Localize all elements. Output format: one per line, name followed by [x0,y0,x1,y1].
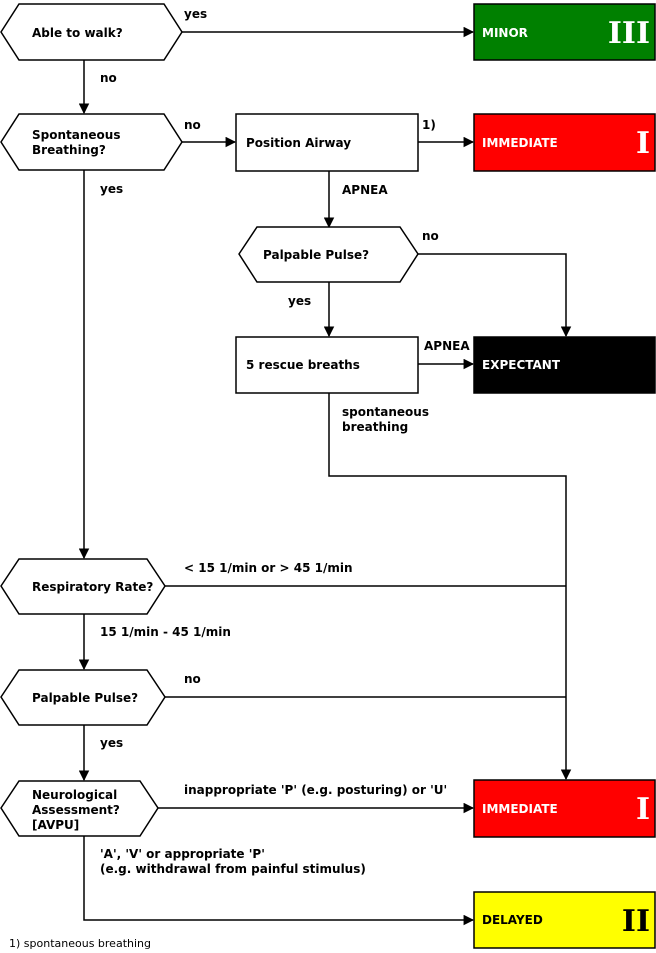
outcome-delayed: DELAYED II [473,891,656,949]
label-rr-normal: 15 1/min - 45 1/min [100,625,231,639]
action-rescue-breaths: 5 rescue breaths [235,336,419,394]
footnote: 1) spontaneous breathing [9,937,151,950]
label-airway-note: 1) [422,118,436,132]
outcome-delayed-roman: II [622,904,650,939]
decision-respiratory-rate-text: Respiratory Rate? [32,580,153,594]
label-walk-no: no [100,71,117,85]
decision-neurological-assessment: Neurological Assessment? [AVPU] [0,780,159,837]
outcome-expectant-label: EXPECTANT [482,358,561,372]
outcome-minor-label: MINOR [482,26,528,40]
decision-spontaneous-breathing: Spontaneous Breathing? [0,113,183,171]
label-pulse-no: no [422,229,439,243]
decision-neurological-text-3: [AVPU] [32,818,79,832]
decision-palpable-pulse-upper: Palpable Pulse? [238,226,419,283]
label-neuro-ok-2: (e.g. withdrawal from painful stimulus) [100,862,366,876]
outcome-delayed-label: DELAYED [482,913,543,927]
edge-pulse-no [418,253,572,338]
label-rescue-spontaneous-1: spontaneous [342,405,429,419]
label-pulse-yes: yes [288,294,311,308]
outcome-expectant-box [473,336,656,394]
decision-spontaneous-breathing-text-2: Breathing? [32,143,106,157]
outcome-immediate-top-label: IMMEDIATE [482,136,558,150]
edge-neuro-ok [83,836,475,926]
label-pulse2-yes: yes [100,736,123,750]
decision-spontaneous-breathing-text-1: Spontaneous [32,128,120,142]
decision-palpable-pulse-lower-text: Palpable Pulse? [32,691,138,705]
outcome-immediate-bottom-roman: I [636,792,650,827]
decision-neurological-text-2: Assessment? [32,803,120,817]
label-rr-abnormal: < 15 1/min or > 45 1/min [184,561,353,575]
label-neuro-ok-1: 'A', 'V' or appropriate 'P' [100,847,265,861]
outcome-immediate-bottom: IMMEDIATE I [473,779,656,838]
decision-palpable-pulse-lower: Palpable Pulse? [0,669,166,726]
connectors [78,26,572,926]
edge-labels: yes no no yes 1) APNEA no yes APNEA spon… [100,7,470,876]
outcome-minor-box [473,3,656,61]
edge-rescue-spontaneous [328,393,572,781]
action-position-airway: Position Airway [235,113,419,172]
action-rescue-breaths-text: 5 rescue breaths [246,358,360,372]
label-neuro-bad: inappropriate 'P' (e.g. posturing) or 'U… [184,783,447,797]
decision-respiratory-rate: Respiratory Rate? [0,558,166,615]
outcome-immediate-bottom-label: IMMEDIATE [482,802,558,816]
decision-palpable-pulse-upper-text: Palpable Pulse? [263,248,369,262]
action-position-airway-text: Position Airway [246,136,351,150]
label-airway-apnea: APNEA [342,183,388,197]
decision-able-to-walk-text: Able to walk? [32,26,123,40]
label-rescue-spontaneous-2: breathing [342,420,408,434]
decision-able-to-walk: Able to walk? [0,3,183,61]
outcome-delayed-box [473,891,656,949]
outcome-immediate-bottom-box [473,779,656,838]
outcome-expectant: EXPECTANT [473,336,656,394]
outcome-immediate-top-roman: I [636,126,650,161]
label-breathing-no: no [184,118,201,132]
label-pulse2-no: no [184,672,201,686]
outcome-minor: MINOR III [473,3,656,61]
outcome-minor-roman: III [608,16,650,51]
outcome-immediate-top-box [473,113,656,172]
outcome-immediate-top: IMMEDIATE I [473,113,656,172]
label-rescue-apnea: APNEA [424,339,470,353]
label-walk-yes: yes [184,7,207,21]
decision-neurological-text-1: Neurological [32,788,117,802]
label-breathing-yes: yes [100,182,123,196]
